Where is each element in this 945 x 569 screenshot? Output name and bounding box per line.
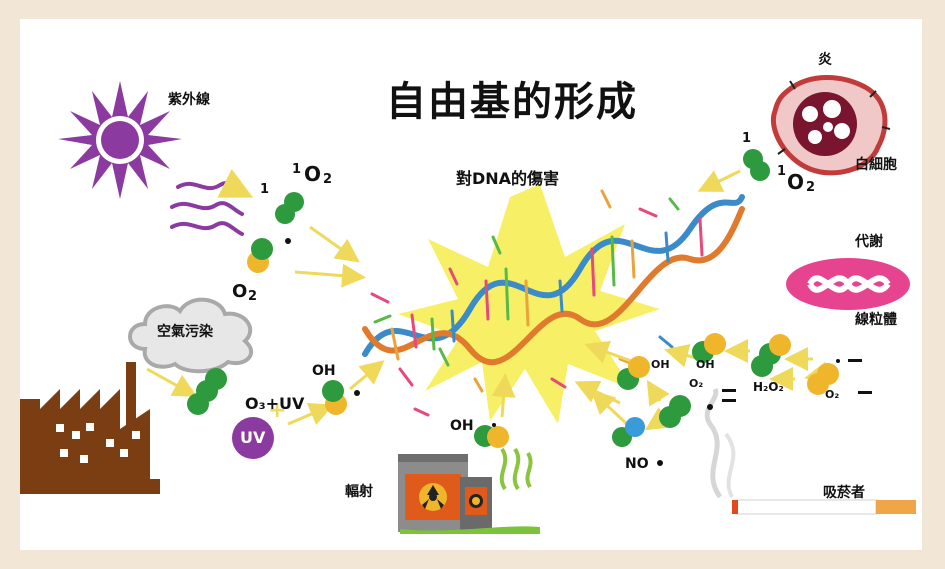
uv-sun-icon: [58, 81, 182, 199]
singlet-one-right: 1: [742, 131, 751, 146]
inflammation-label: 炎: [818, 49, 832, 69]
uv-label: 紫外線: [168, 89, 210, 109]
h2o2-label: H₂O₂: [753, 380, 784, 394]
o2-radical-label: O₂: [689, 377, 703, 390]
cigarette-icon: [707, 389, 916, 514]
o2-label: O: [232, 281, 247, 302]
oh-bottom-label: OH: [450, 418, 474, 434]
o3-uv-label: O₃+UV: [245, 394, 304, 413]
oh-r1-label: OH: [651, 358, 670, 371]
no-label: NO: [625, 456, 649, 472]
factory-icon: [20, 362, 160, 494]
singlet-superscript-left: 1: [292, 162, 301, 177]
uv-rays-icon: [172, 183, 246, 234]
diagram-title: 自由基的形成: [386, 69, 638, 127]
diagram-panel: +: [20, 19, 922, 550]
singlet-one-left: 1: [260, 182, 269, 197]
oh-r2-label: OH: [696, 358, 715, 371]
mitochondria-label: 線粒體: [855, 309, 897, 329]
singlet-o2-left-sub: 2: [323, 172, 332, 187]
uv-ball-label: UV: [240, 428, 265, 447]
dna-damage-label: 對DNA的傷害: [456, 165, 559, 189]
o2-radical-label-2: O₂: [825, 388, 839, 401]
o2-label-sub: 2: [248, 289, 257, 304]
radiation-barrels-icon: [398, 449, 540, 534]
singlet-o2-right-sub: 2: [806, 180, 815, 195]
metabolism-label: 代謝: [855, 231, 883, 251]
white-cell-label: 白細胞: [855, 154, 897, 174]
singlet-o2-right: O: [787, 170, 804, 194]
oh-left-label: OH: [312, 363, 336, 379]
smoking-label: 吸菸者: [823, 482, 865, 502]
singlet-superscript-right: 1: [777, 164, 786, 179]
pollution-label: 空氣污染: [157, 321, 213, 341]
mitochondria-icon: [786, 258, 910, 310]
singlet-o2-left: O: [304, 162, 321, 186]
damage-burst: [398, 184, 660, 424]
radiation-label: 輻射: [345, 481, 373, 501]
